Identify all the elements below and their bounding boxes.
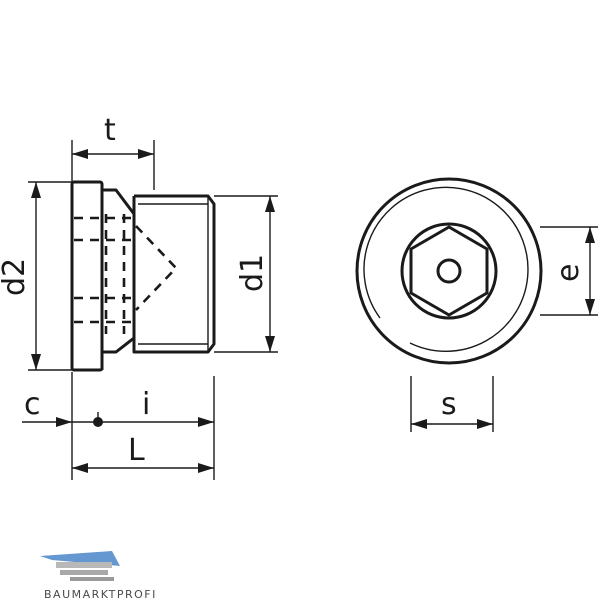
inner-circle: [400, 222, 498, 320]
hidden-cone: [135, 225, 178, 311]
dimension-d2: d2: [0, 181, 72, 371]
dimension-c-i: c i: [22, 372, 215, 480]
center-hole: [436, 258, 462, 284]
dimension-s: s: [410, 376, 494, 432]
thread-arc: [363, 186, 529, 353]
label-i: i: [142, 387, 150, 422]
label-d1: d1: [235, 254, 270, 292]
dimension-t: t: [71, 113, 155, 190]
logo-bar-1: [56, 562, 112, 568]
label-c: c: [24, 387, 41, 422]
plug-flange: [70, 180, 104, 372]
label-s: s: [441, 387, 457, 422]
thread-body: [132, 194, 216, 354]
logo-bar-2: [60, 570, 108, 575]
brand-name: BAUMARKTPROFI: [44, 588, 157, 600]
label-d2: d2: [0, 258, 32, 296]
dimension-d1: d1: [214, 195, 278, 353]
dimension-L: L: [72, 433, 214, 473]
label-L: L: [128, 433, 145, 468]
side-view: [70, 180, 216, 372]
brand-logo: BAUMARKTPROFI: [40, 551, 157, 600]
dimension-e: e: [540, 226, 598, 316]
front-view: [355, 177, 543, 365]
outer-circle: [355, 177, 543, 365]
label-e: e: [551, 264, 586, 282]
logo-bar-3: [70, 577, 114, 581]
hex-socket: [409, 225, 489, 317]
label-t: t: [104, 113, 116, 148]
